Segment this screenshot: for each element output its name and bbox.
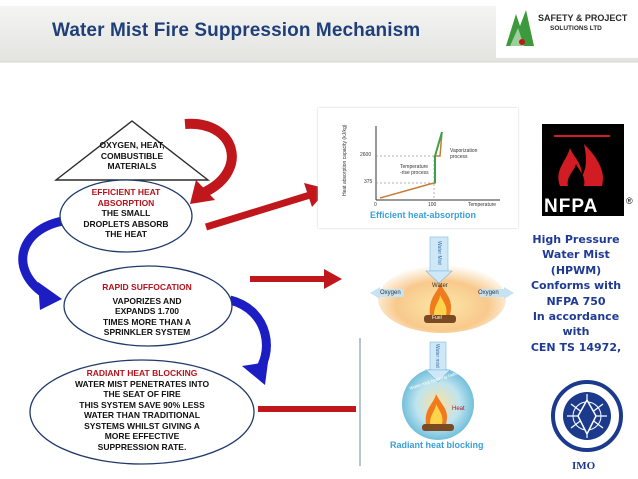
fuel-label: Fuel — [432, 315, 442, 321]
bubble-body: SPRINKLER SYSTEM — [103, 327, 191, 337]
bubble-heading: ABSORPTION — [97, 197, 155, 208]
standards-line: Conforms with — [530, 279, 622, 293]
bubble-body: THE SMALL — [101, 208, 151, 218]
oxygen-left-label: Oxygen — [380, 290, 401, 296]
standards-line: Water Mist — [542, 248, 610, 262]
heat-absorption-graph — [375, 126, 500, 201]
graph-annotation: Temperature -rise process — [400, 164, 429, 176]
registered-mark: ® — [626, 196, 633, 206]
panel-caption: Efficient heat-absorption — [370, 210, 477, 220]
radiant-heat-text: RADIANT HEAT BLOCKING WATER MIST PENETRA… — [52, 368, 232, 452]
rapid-suffocation-bubble — [63, 265, 233, 347]
graph-xlabel: Temperature — [468, 202, 497, 208]
cycle-red-arrow — [184, 118, 237, 197]
graph-ytick: 375 — [364, 179, 373, 185]
flow-arrows — [18, 118, 271, 385]
standards-line: CEN TS 14972, — [530, 340, 622, 354]
bubble-body: WATER MIST PENETRATES INTO — [74, 378, 210, 389]
radiant-heat-panel: Water mist Water mist blocking radiant h… — [356, 338, 508, 466]
header-background — [0, 0, 638, 63]
heat-absorption-panel: Heat absorption capacity (kJ/kg) 2600 37… — [318, 108, 518, 228]
standards-text: High Pressure Water Mist (HPWM) Conforms… — [516, 232, 636, 355]
bubble-heading: RAPID SUFFOCATION — [102, 282, 192, 292]
rapid-suffocation-text: RAPID SUFFOCATION VAPORIZES AND EXPANDS … — [78, 282, 216, 338]
bubble-body: VAPORIZES AND — [112, 295, 182, 306]
pointer-arrows — [204, 183, 358, 412]
cycle-blue-arrowhead-1 — [38, 282, 62, 310]
imo-label: IMO — [572, 460, 596, 472]
water-label: Water — [432, 283, 448, 289]
panel-caption: Radiant heat blocking — [390, 440, 484, 450]
logo-subtext: SOLUTIONS LTD — [550, 25, 602, 32]
bubble-body: EXPANDS 1.700 — [114, 306, 180, 316]
cycle-red-arrowhead — [190, 180, 215, 204]
suffocation-illustration — [370, 236, 514, 333]
standards-line: High Pressure — [532, 233, 620, 246]
heat-absorption-bubble — [59, 179, 193, 253]
bubble-heading: EFFICIENT HEAT — [91, 187, 161, 197]
arrow-to-panel-1 — [204, 183, 328, 231]
standards-line: (HPWM) — [550, 263, 602, 277]
standards-line: with — [562, 325, 590, 339]
company-logo-icon — [506, 10, 534, 46]
imo-logo-icon — [551, 380, 623, 452]
bubble-body: THE SEAT OF FIRE — [103, 389, 181, 399]
bubble-body: MORE EFFECTIVE — [104, 431, 180, 441]
graph-xtick: 100 — [428, 202, 437, 208]
graph-annotation: Vaporization process — [450, 148, 477, 160]
page-title: Water Mist Fire Suppression Mechanism — [52, 20, 421, 41]
bubble-body: THIS SYSTEM SAVE 90% LESS — [79, 399, 205, 410]
arrow-to-panel-2 — [250, 269, 342, 289]
graph-xtick: 0 — [374, 202, 377, 208]
radiant-heat-bubble — [29, 359, 255, 465]
oxygen-right-label: Oxygen — [478, 290, 499, 296]
nfpa-label: NFPA — [544, 196, 599, 217]
nfpa-logo-icon — [542, 124, 624, 216]
triangle-line: OXYGEN, HEAT, — [99, 140, 165, 150]
graph-ylabel: Heat absorption capacity (kJ/kg) — [342, 124, 348, 196]
standards-line: NFPA 750 — [546, 294, 606, 308]
graph-ytick: 2600 — [360, 152, 372, 158]
radiant-heat-illustration — [359, 338, 474, 466]
triangle-line: MATERIALS — [107, 161, 157, 171]
standards-line: In accordance — [532, 310, 620, 324]
water-mist-label: Water Mist — [436, 241, 442, 265]
graph-annotation-line: process — [450, 154, 468, 160]
bubble-body: WATER THAN TRADITIONAL — [84, 410, 200, 420]
bubble-body: TIMES MORE THAN A — [103, 316, 191, 327]
bubble-body: SUPPRESSION RATE. — [97, 441, 187, 452]
triangle-text: OXYGEN, HEAT, COMBUSTIBLE MATERIALS — [82, 140, 182, 172]
graph-annotation-line: Temperature — [400, 164, 429, 170]
heat-absorption-text: EFFICIENT HEAT ABSORPTION THE SMALL DROP… — [76, 187, 176, 240]
heat-label: Heat — [452, 406, 465, 412]
header-bar — [0, 0, 638, 70]
water-mist-label: Water mist — [434, 344, 440, 368]
triangle-line: COMBUSTIBLE — [100, 150, 164, 161]
bubble-body: DROPLETS ABSORB — [83, 218, 169, 229]
logo-text: SAFETY & PROJECT — [538, 13, 628, 23]
suffocation-panel: Water Mist Water Oxygen Oxygen Fuel — [368, 235, 516, 335]
cycle-blue-arrowhead-2 — [242, 362, 268, 385]
bubble-body: SYSTEMS WHILST GIVING A — [84, 420, 200, 431]
cycle-blue-arrow-1 — [18, 215, 71, 300]
bubble-heading: RADIANT HEAT BLOCKING — [86, 368, 198, 378]
bubble-body: THE HEAT — [105, 229, 147, 239]
graph-annotation-line: Vaporization — [450, 148, 478, 154]
graph-annotation-line: -rise process — [400, 170, 429, 176]
